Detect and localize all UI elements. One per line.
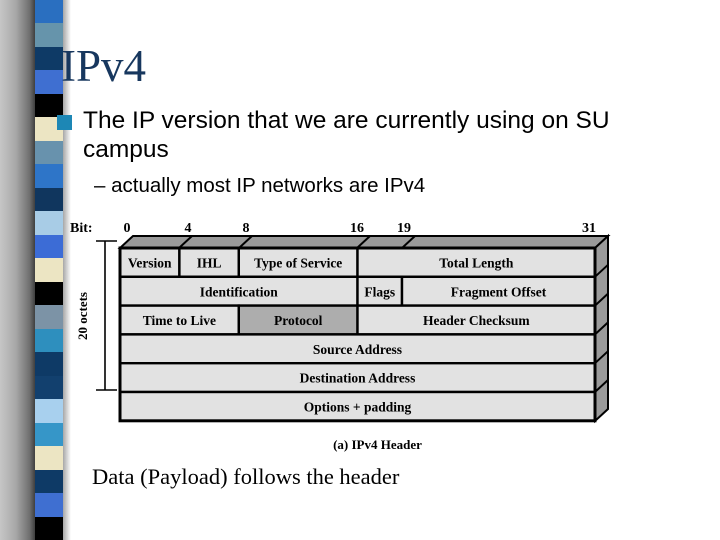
field-cell-ihl [178, 246, 241, 278]
bit-tick-4: 4 [185, 221, 192, 236]
side-notch-row2 [594, 292, 609, 307]
sub-bullet-text: – actually most IP networks are IPv4 [94, 174, 426, 197]
field-label: Source Address [313, 342, 402, 357]
field-label: Fragment Offset [451, 284, 547, 299]
field-label: Time to Live [143, 313, 216, 328]
slide-title: IPv4 [61, 41, 147, 91]
sidebar-square [35, 399, 63, 423]
field-cell-identification [118, 275, 359, 307]
sidebar-strip [35, 0, 63, 540]
field-label: Identification [200, 284, 278, 299]
sidebar-square [35, 0, 63, 24]
field-label: IHL [197, 256, 222, 271]
sidebar-square [35, 375, 63, 400]
field-cell-destination-address [118, 361, 597, 394]
field-label: Header Checksum [423, 313, 530, 328]
sidebar-square [35, 187, 63, 212]
sidebar-square [35, 305, 63, 329]
sidebar-square [35, 422, 63, 447]
top-notch-bit16 [356, 235, 371, 249]
side-notch-row5 [594, 379, 609, 393]
sidebar-square [35, 469, 63, 494]
side-notch-row4 [594, 350, 609, 364]
sidebar-square [35, 117, 63, 141]
octets-bracket-label: 20 octets [75, 292, 90, 340]
sidebar-square [35, 516, 63, 540]
sidebar-square [35, 352, 63, 376]
sidebar-square [35, 493, 63, 517]
side-notch-row1 [594, 264, 609, 278]
sidebar-square [35, 164, 63, 188]
bullet-text: The IP version that we are currently usi… [83, 107, 610, 164]
left-gutter-gradient [0, 0, 35, 540]
sidebar-square [35, 281, 63, 306]
field-label: Protocol [274, 313, 323, 328]
bit-tick-0: 0 [124, 221, 131, 236]
field-cell-protocol-highlighted [237, 304, 359, 336]
field-label: Version [128, 256, 172, 271]
sidebar-square [35, 140, 63, 165]
sidebar-square [35, 23, 63, 47]
field-cell-header-checksum [356, 304, 597, 336]
bit-tick-8: 8 [243, 221, 250, 236]
sidebar-square [35, 211, 63, 235]
field-label: Total Length [439, 256, 514, 271]
ipv4-header-diagram: Bit: 0 4 8 16 19 31 [70, 221, 611, 452]
bit-axis-label: Bit: [70, 221, 93, 236]
bit-tick-31: 31 [582, 221, 596, 236]
table-outer-border [118, 246, 597, 423]
field-cell-fragment-offset [400, 275, 597, 307]
sidebar-square [35, 93, 63, 118]
bullet-square-icon [57, 115, 72, 130]
field-label: Options + padding [304, 400, 412, 415]
sidebar-square [35, 70, 63, 94]
bullet-item: The IP version that we are currently usi… [57, 106, 642, 164]
sidebar-square [35, 234, 63, 259]
sidebar-square [35, 446, 63, 470]
side-notch-row3 [594, 321, 609, 336]
sidebar-square [35, 328, 63, 353]
field-cell-options-padding [118, 390, 597, 422]
sidebar-strip-shadow [63, 0, 71, 540]
sidebar-square [35, 258, 63, 282]
diagram-caption: (a) IPv4 Header [333, 437, 422, 452]
field-label: Type of Service [254, 256, 342, 271]
bit-tick-19: 19 [397, 221, 411, 236]
sidebar-square [35, 46, 63, 71]
top-notch-bit4 [178, 235, 193, 249]
top-notch-bit8 [238, 235, 253, 249]
top-notch-bit19 [401, 235, 416, 249]
field-label: Flags [364, 284, 395, 299]
footer-note: Data (Payload) follows the header [92, 464, 400, 489]
bit-tick-16: 16 [350, 221, 364, 236]
field-label: Destination Address [300, 371, 416, 386]
